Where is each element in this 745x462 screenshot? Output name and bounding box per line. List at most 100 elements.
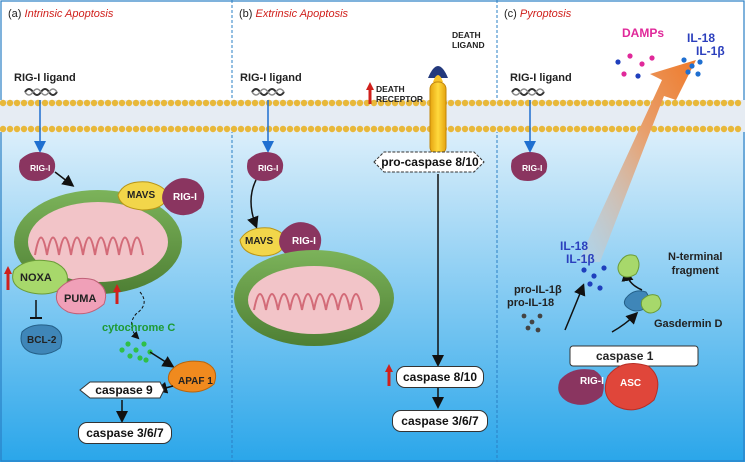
membrane-head	[622, 99, 630, 107]
membrane-head	[293, 99, 301, 107]
membrane-head	[69, 99, 77, 107]
rig-ligand-label-b: RIG-I ligand	[240, 72, 302, 84]
cytochrome-c-dot	[125, 341, 131, 347]
mavs-label-a: MAVS	[127, 190, 156, 201]
il-mature-dot	[587, 281, 593, 287]
bcl2-label: BCL-2	[27, 335, 57, 346]
membrane-head	[706, 99, 714, 107]
membrane-head	[300, 99, 308, 107]
pro-il-dot	[535, 327, 541, 333]
release-beam-arrow	[578, 60, 696, 262]
membrane-head	[139, 99, 147, 107]
membrane-head	[195, 125, 203, 133]
pro-il-molecules	[521, 313, 543, 333]
pro-il-dot	[529, 319, 535, 325]
membrane-head	[510, 99, 518, 107]
membrane-head	[370, 125, 378, 133]
membrane-head	[601, 125, 609, 133]
membrane-head	[139, 125, 147, 133]
membrane-head	[146, 99, 154, 107]
membrane-head	[300, 125, 308, 133]
membrane-head	[83, 125, 91, 133]
membrane-head	[293, 125, 301, 133]
membrane-head	[531, 99, 539, 107]
membrane-head	[0, 99, 7, 107]
arrow-rig-to-mavs-b	[247, 179, 259, 229]
membrane-head	[664, 99, 672, 107]
membrane-head	[391, 99, 399, 107]
membrane-head	[370, 99, 378, 107]
membrane-head	[447, 125, 455, 133]
death-receptor-up-arrow-head	[366, 82, 374, 90]
membrane-head	[489, 125, 497, 133]
membrane-head	[0, 125, 7, 133]
membrane-head	[6, 125, 14, 133]
membrane-head	[321, 99, 329, 107]
membrane-head	[685, 125, 693, 133]
membrane-head	[412, 125, 420, 133]
membrane-head	[209, 125, 217, 133]
damp-dot	[639, 61, 645, 67]
cytochrome-c-dot	[141, 341, 147, 347]
membrane-head	[209, 99, 217, 107]
rig-i-label-a: RIG-I	[30, 163, 51, 173]
membrane-head	[496, 99, 504, 107]
membrane-head	[55, 125, 63, 133]
asc-protein	[604, 363, 659, 411]
membrane-head	[727, 99, 735, 107]
membrane-head	[202, 125, 210, 133]
membrane-head	[398, 99, 406, 107]
damp-dot	[615, 59, 621, 65]
rig-i-label-c: RIG-I	[522, 163, 543, 173]
rig-i-protein-c	[511, 152, 548, 181]
membrane-head	[706, 125, 714, 133]
membrane-head	[636, 99, 644, 107]
panel-b-title: (b) Extrinsic Apoptosis	[239, 8, 348, 20]
membrane-head	[615, 99, 623, 107]
membrane-head	[419, 99, 427, 107]
membrane-head	[13, 99, 21, 107]
cytochrome-c-dot	[137, 355, 143, 361]
caspase810-up-arrow-head	[385, 364, 393, 372]
membrane-head	[272, 125, 280, 133]
membrane-head	[377, 99, 385, 107]
caspase810-label: caspase 8/10	[396, 366, 484, 388]
rig-ligand-rna-b	[251, 88, 285, 96]
membrane-head	[398, 125, 406, 133]
membrane-head	[678, 125, 686, 133]
puma-protein	[55, 277, 107, 315]
membrane-head	[517, 125, 525, 133]
pro-il1b-label: pro-IL-1β	[514, 284, 562, 296]
rig-ligand-label-c: RIG-I ligand	[510, 72, 572, 84]
rig-ligand-rna-c	[511, 88, 545, 96]
damp-dot	[621, 71, 627, 77]
il-release-molecules	[681, 57, 703, 77]
membrane-head	[629, 99, 637, 107]
membrane-head	[125, 125, 133, 133]
membrane-head	[482, 125, 490, 133]
membrane-head	[454, 125, 462, 133]
membrane-head	[384, 99, 392, 107]
rig-i-label-mito-a: RIG-I	[173, 192, 197, 203]
membrane-head	[349, 125, 357, 133]
membrane-head	[587, 99, 595, 107]
membrane-head	[559, 99, 567, 107]
membrane-head	[461, 125, 469, 133]
membrane-head	[230, 99, 238, 107]
il-mature-molecules	[581, 265, 607, 291]
cyt-c-release-arrow	[130, 291, 145, 340]
damps-label: DAMPs	[622, 26, 665, 40]
damp-dot	[627, 53, 633, 59]
membrane-head	[657, 125, 665, 133]
membrane-head	[97, 99, 105, 107]
il-release-dot	[681, 57, 687, 63]
membrane-head	[580, 125, 588, 133]
membrane-head	[335, 99, 343, 107]
membrane-head	[272, 99, 280, 107]
rig-i-protein-a	[19, 152, 56, 181]
rig-i-protein-mito-b	[279, 222, 322, 260]
puma-up-arrow-head	[113, 284, 121, 292]
il18-label: IL-18	[560, 239, 589, 253]
